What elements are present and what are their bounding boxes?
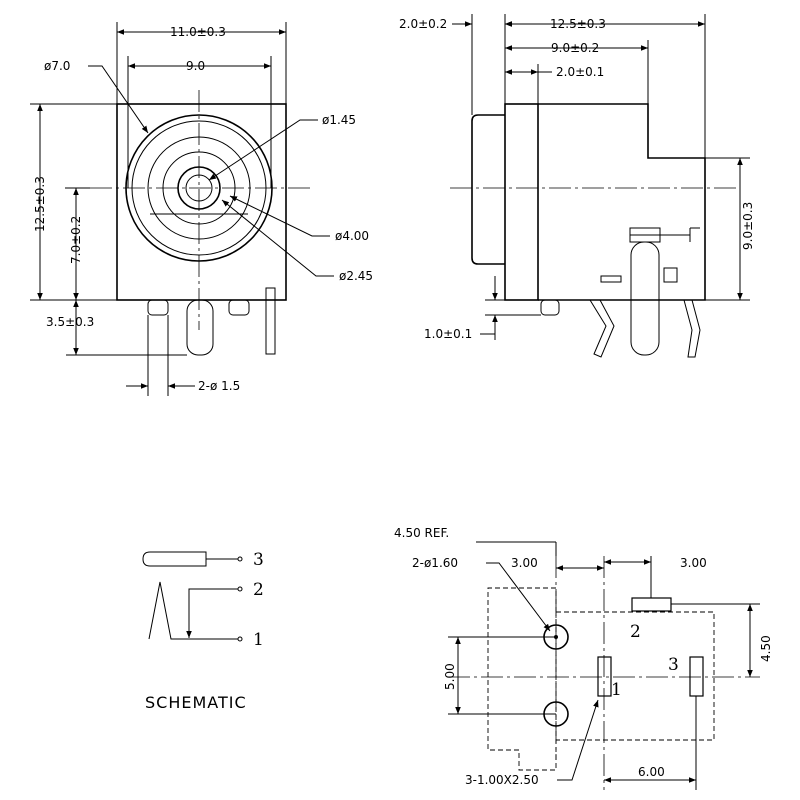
side-step-dim: 2.0±0.1 [556,65,604,79]
footprint-pitch-right: 3.00 [680,556,707,570]
schematic-pin-1: 1 [253,630,264,650]
schematic: 3 2 1 SCHEMATIC [142,550,264,712]
bore-dia-label: ø2.45 [339,269,373,283]
schematic-pin-3: 3 [253,550,264,570]
footprint-slot-3 [689,656,704,697]
schematic-center-pin [142,551,207,567]
footprint-slot-1 [597,656,612,697]
side-view: 2.0±0.2 12.5±0.3 9.0±0.2 2.0±0.1 9.0±0.3… [399,14,755,358]
outer-dia-label: ø7.0 [44,59,70,73]
front-view: 11.0±0.3 9.0 ø7.0 ø1.45 ø4.00 ø2.45 12.5… [30,22,373,396]
side-flange-dim: 2.0±0.2 [399,17,447,31]
front-width-dim: 11.0±0.3 [170,25,226,39]
side-slot [600,275,622,283]
footprint-horizontal-bottom: 6.00 [638,765,665,779]
pin-dia-label: ø1.45 [322,113,356,127]
side-length-dim: 12.5±0.3 [550,17,606,31]
side-tab [663,267,678,283]
side-standoff-dim: 1.0±0.1 [424,327,472,341]
pin-inner [185,174,213,202]
side-nose [471,114,505,265]
footprint-pitch-left: 3.00 [511,556,538,570]
front-pin-dia-dim: 2-ø 1.5 [198,379,240,393]
front-pin-length-dim: 3.5±0.3 [46,315,94,329]
front-lead-right [265,287,276,355]
footprint-pad-3: 3 [668,655,679,675]
side-body-dim: 9.0±0.2 [551,41,599,55]
front-inner-width-dim: 9.0 [186,59,205,73]
outer-ring [125,114,273,262]
side-lead-left [589,299,615,358]
front-center-height-dim: 7.0±0.2 [69,216,83,264]
front-pin-center [186,299,214,356]
side-pin-center [630,241,660,356]
bore-ring [162,151,236,225]
pcb-footprint: 2 3 1 4.50 REF. 2-ø1.60 3.00 3.00 5.00 4… [394,526,773,790]
footprint-pad-2: 2 [630,622,641,642]
footprint-ref-dim: 4.50 REF. [394,526,449,540]
footprint-pad-1: 1 [611,680,622,700]
side-standoff [540,299,560,316]
side-flange [504,103,539,301]
front-pin-right [228,299,250,316]
front-body [116,103,287,301]
schematic-title: SCHEMATIC [145,693,247,712]
outer-ring-inner [131,120,267,256]
footprint-slot-dim: 3-1.00X2.50 [465,773,539,787]
side-lead-right [683,299,701,358]
front-height-dim: 12.5±0.3 [33,176,47,232]
side-body [538,103,706,301]
footprint-slot-2 [631,597,672,612]
footprint-outline-left [487,587,557,771]
front-pin-left [147,299,169,316]
pin-outer [177,166,221,210]
schematic-pin-2: 2 [253,580,264,600]
footprint-vertical-right: 4.50 [759,635,773,662]
footprint-vertical-left: 5.00 [443,663,457,690]
side-height-dim: 9.0±0.3 [741,202,755,250]
footprint-hole-dim: 2-ø1.60 [412,556,458,570]
sleeve-ring [147,136,251,240]
sleeve-dia-label: ø4.00 [335,229,369,243]
